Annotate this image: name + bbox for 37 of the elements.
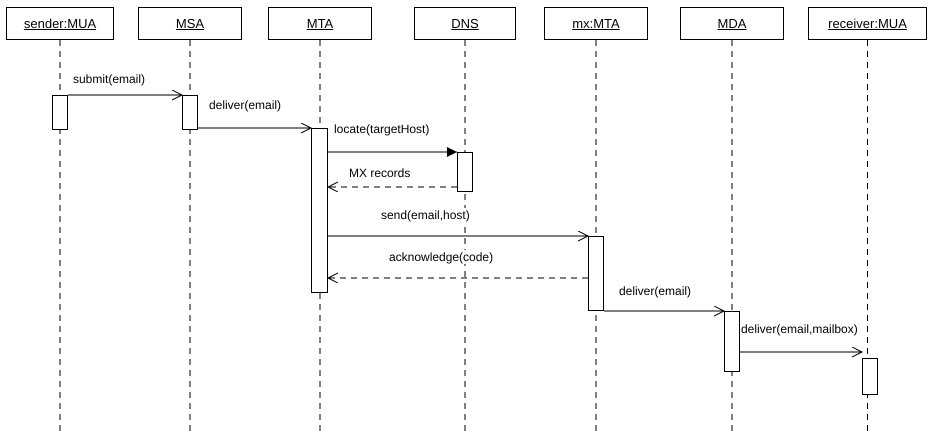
message-arrow: [328, 230, 588, 242]
lifeline-header-box: [6, 7, 114, 40]
activation-bar: [457, 152, 473, 192]
message-label: deliver(email): [618, 284, 692, 298]
message-label: acknowledge(code): [388, 250, 494, 264]
activation-bar: [52, 95, 68, 130]
lifeline-name: MDA: [718, 16, 746, 31]
message-arrow: [740, 346, 862, 358]
message-label: submit(email): [72, 72, 146, 86]
message-label: send(email,host): [380, 208, 471, 222]
message-label: deliver(email,mailbox): [740, 322, 859, 336]
message-label: MX records: [348, 166, 412, 180]
activation-bar: [588, 236, 604, 311]
activation-bar: [182, 95, 198, 130]
lifeline-header-box: [138, 7, 242, 40]
message-arrow: [198, 122, 312, 134]
lifeline-name: sender:MUA: [24, 16, 96, 31]
activation-bar: [311, 128, 328, 293]
lifeline-name: MTA: [306, 16, 334, 31]
lifeline-name: receiver:MUA: [828, 16, 907, 31]
lifeline-name: MSA: [176, 16, 204, 31]
return-message-arrow: [328, 182, 458, 192]
lifeline-name: mx:MTA: [572, 16, 620, 31]
lifeline-header-box: [808, 7, 927, 40]
message-arrow: [328, 147, 458, 157]
lifeline-header-box: [680, 7, 784, 40]
activation-bar: [724, 311, 740, 372]
lifeline-header-box: [414, 7, 516, 40]
activation-bar: [862, 358, 878, 395]
lifeline-header-box: [268, 7, 372, 40]
message-label: deliver(email): [208, 98, 282, 112]
return-message-arrow: [328, 272, 588, 284]
lifeline-name: DNS: [451, 16, 479, 31]
lifeline-header-box: [544, 7, 648, 40]
message-arrow: [68, 90, 182, 100]
message-label: locate(targetHost): [333, 122, 430, 136]
message-arrow: [604, 306, 724, 316]
